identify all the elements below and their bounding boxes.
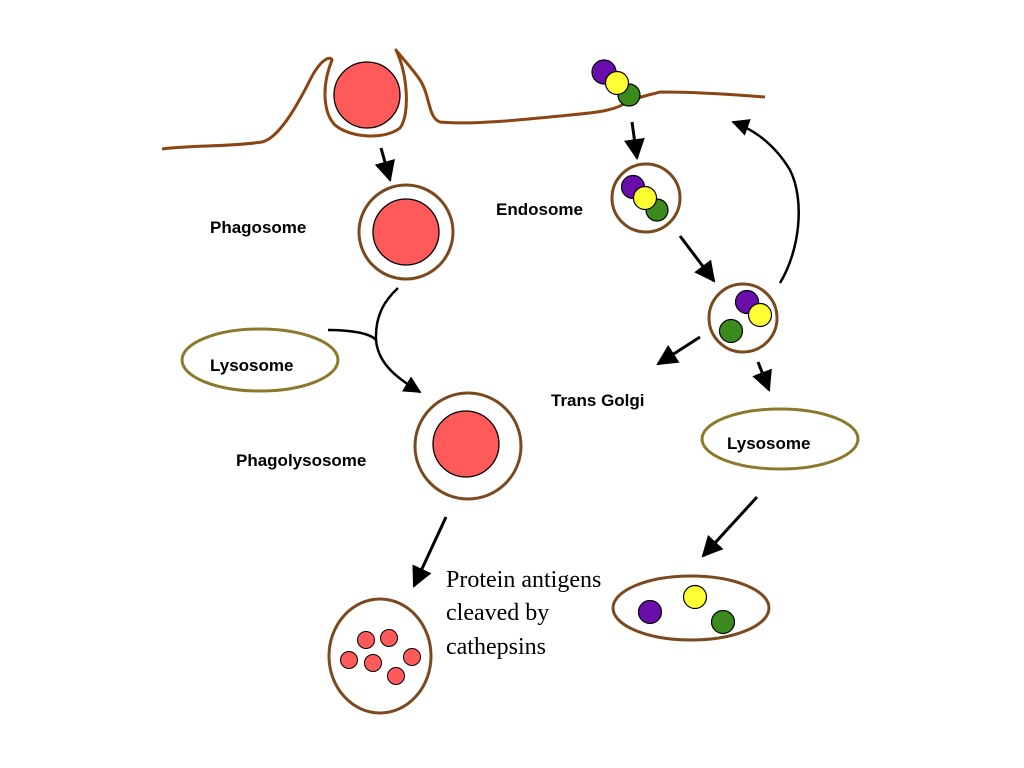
phagolysosome-vesicle: [413, 391, 523, 501]
cleaved-antigen-vesicle: [327, 597, 433, 715]
antigen-cluster-membrane: [591, 59, 641, 107]
engulfed-particle: [333, 61, 401, 129]
arrow-to-cleaved: [412, 516, 448, 588]
arrow-to-sorting-endosome: [678, 235, 716, 283]
protein-antigens-line-3: cathepsins: [446, 634, 546, 660]
protein-antigens-line-1: Protein antigens: [446, 567, 601, 593]
trans-golgi-label: Trans Golgi: [551, 391, 645, 410]
arrow-to-phagosome: [374, 147, 395, 183]
arrow-to-lysosome-right: [752, 361, 772, 392]
lysosome-left-label: Lysosome: [210, 356, 293, 375]
arrow-to-trans-golgi: [656, 335, 701, 366]
protein-antigens-line-2: cleaved by: [446, 600, 549, 626]
lysosome-left: [180, 327, 340, 393]
arrow-to-degraded-vesicle: [701, 495, 759, 558]
phagolysosome-label: Phagolysosome: [236, 451, 366, 470]
recycling-arrow: [731, 119, 800, 284]
phagosome-vesicle: [357, 183, 455, 281]
sorting-endosome-vesicle: [707, 282, 779, 354]
plasma-membrane: [161, 48, 766, 151]
endosome-vesicle: [610, 162, 682, 234]
lysosome-right: [700, 407, 860, 471]
lysosome-curve: [327, 328, 377, 341]
phagosome-label: Phagosome: [210, 218, 306, 237]
endosome-label: Endosome: [496, 200, 583, 219]
arrow-to-endosome: [623, 121, 645, 161]
separated-antigen-vesicle: [611, 574, 771, 642]
phagosome-curve: [374, 287, 422, 394]
lysosome-right-label: Lysosome: [727, 434, 810, 453]
